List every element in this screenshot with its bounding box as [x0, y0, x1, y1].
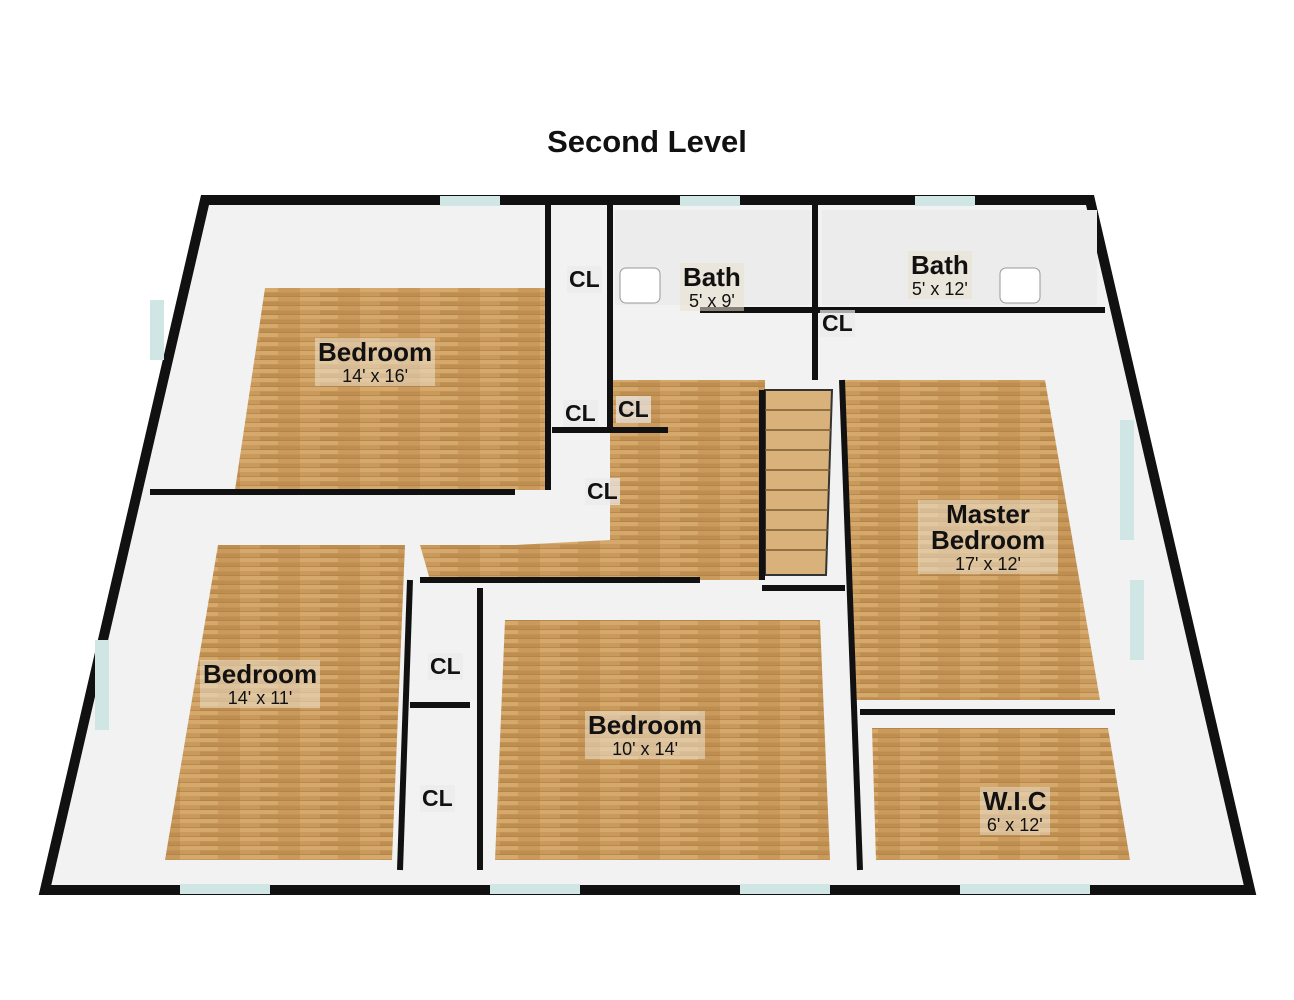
closet-label: CL	[820, 310, 855, 337]
room-name: Bath	[908, 251, 972, 279]
room-name: W.I.C	[980, 787, 1050, 815]
room-label-bath-1: Bath 5' x 9'	[680, 263, 744, 311]
room-dims: 5' x 12'	[908, 279, 972, 299]
interior-walls	[150, 205, 1115, 871]
bathtub-icon	[619, 267, 661, 304]
bathtub-icon	[999, 267, 1041, 304]
room-label-bedroom-top: Bedroom 14' x 16'	[315, 338, 436, 386]
room-name: Master Bedroom	[918, 500, 1058, 554]
room-dims: 14' x 11'	[200, 688, 321, 708]
floor-bedroom-top	[235, 288, 548, 490]
room-label-bedroom-left: Bedroom 14' x 11'	[200, 660, 321, 708]
closet-label: CL	[585, 478, 620, 505]
room-name: Bath	[680, 263, 744, 291]
room-label-master: Master Bedroom 17' x 12'	[918, 500, 1058, 574]
room-label-bath-2: Bath 5' x 12'	[908, 251, 972, 299]
floor-hall	[420, 380, 765, 580]
room-label-wic: W.I.C 6' x 12'	[980, 787, 1050, 835]
room-dims: 10' x 14'	[585, 739, 706, 759]
closet-label: CL	[616, 396, 651, 423]
room-dims: 17' x 12'	[918, 554, 1058, 574]
closet-label: CL	[563, 400, 598, 427]
room-dims: 5' x 9'	[680, 291, 744, 311]
closet-label: CL	[428, 653, 463, 680]
room-name: Bedroom	[585, 711, 706, 739]
room-name: Bedroom	[315, 338, 436, 366]
closet-label: CL	[567, 266, 602, 293]
room-label-bedroom-middle: Bedroom 10' x 14'	[585, 711, 706, 759]
room-dims: 6' x 12'	[980, 815, 1050, 835]
closet-label: CL	[420, 785, 455, 812]
page-title: Second Level	[547, 124, 747, 159]
room-dims: 14' x 16'	[315, 366, 436, 386]
staircase	[764, 389, 834, 576]
windows	[95, 196, 1144, 894]
room-name: Bedroom	[200, 660, 321, 688]
